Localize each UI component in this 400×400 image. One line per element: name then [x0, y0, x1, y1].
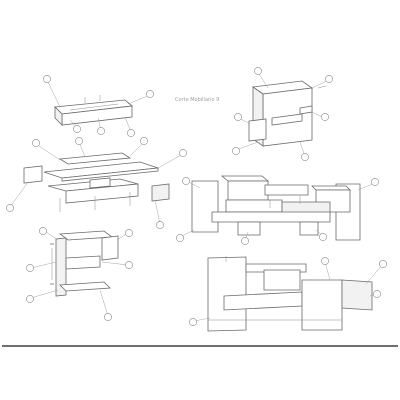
header-caption: Corte Mobiliario 9: [175, 97, 219, 103]
callout-marker: [321, 113, 329, 121]
lower-block: [237, 221, 261, 236]
step-final-unit: [207, 256, 373, 332]
upright-side: [55, 237, 67, 297]
callout-marker: [26, 264, 34, 272]
step-exploded-shelving: [23, 152, 170, 212]
step-upright-cabinet: [50, 230, 119, 297]
lower-block-right: [299, 221, 319, 236]
middle-shelf-edge: [61, 167, 159, 182]
callout-marker: [140, 137, 148, 145]
step-base-tray: [54, 95, 133, 126]
upper-shelf: [58, 152, 132, 165]
left-end-panel: [23, 165, 43, 184]
upright-door: [101, 235, 119, 261]
upright-shelf: [65, 255, 101, 270]
cabinet-door: [248, 118, 267, 142]
step-cabinet-box: [248, 80, 327, 147]
final-center-box: [263, 269, 301, 291]
callout-marker: [127, 129, 135, 137]
step-exploded-unit: [191, 175, 361, 241]
callout-marker: [241, 237, 249, 245]
left-cube-front: [227, 180, 269, 201]
small-divider: [89, 177, 111, 189]
callout-marker: [179, 149, 187, 157]
callout-marker: [104, 313, 112, 321]
callout-marker: [146, 90, 154, 98]
tray-side-panel: [54, 106, 63, 126]
callout-marker: [373, 290, 381, 298]
callout-marker: [301, 153, 309, 161]
callout-marker: [254, 67, 262, 75]
middle-drawer: [225, 199, 283, 213]
callout-marker: [6, 204, 14, 212]
center-top-bar: [264, 184, 309, 196]
final-left-cabinet: [207, 256, 247, 332]
callout-markers: [6, 67, 387, 326]
callout-marker: [125, 261, 133, 269]
callout-marker: [26, 295, 34, 303]
callout-marker: [234, 113, 242, 121]
callout-marker: [75, 137, 83, 145]
base-rail: [211, 211, 331, 223]
callout-marker: [232, 147, 240, 155]
back-panel-left: [191, 180, 219, 233]
callout-marker: [325, 75, 333, 83]
callout-marker: [156, 221, 164, 229]
callout-marker: [43, 75, 51, 83]
final-right-cabinet: [301, 279, 343, 331]
upright-base: [59, 281, 111, 292]
callout-marker: [189, 318, 197, 326]
right-end-panel: [151, 183, 170, 202]
right-cube-top: [311, 185, 351, 191]
callout-marker: [97, 127, 105, 135]
callout-marker: [125, 229, 133, 237]
middle-drawer-right: [281, 201, 331, 214]
callout-marker: [379, 260, 387, 268]
callout-marker: [182, 177, 190, 185]
callout-marker: [39, 227, 47, 235]
callout-marker: [319, 233, 327, 241]
callout-marker: [321, 257, 329, 265]
lower-front-panel: [65, 183, 139, 204]
callout-marker: [32, 139, 40, 147]
callout-marker: [371, 178, 379, 186]
final-side-panel: [341, 279, 373, 311]
callout-marker: [176, 234, 184, 242]
cabinet-shelf: [271, 113, 303, 126]
callout-marker: [73, 125, 81, 133]
left-cube-top: [220, 175, 270, 182]
leader-lines: [9, 71, 384, 322]
